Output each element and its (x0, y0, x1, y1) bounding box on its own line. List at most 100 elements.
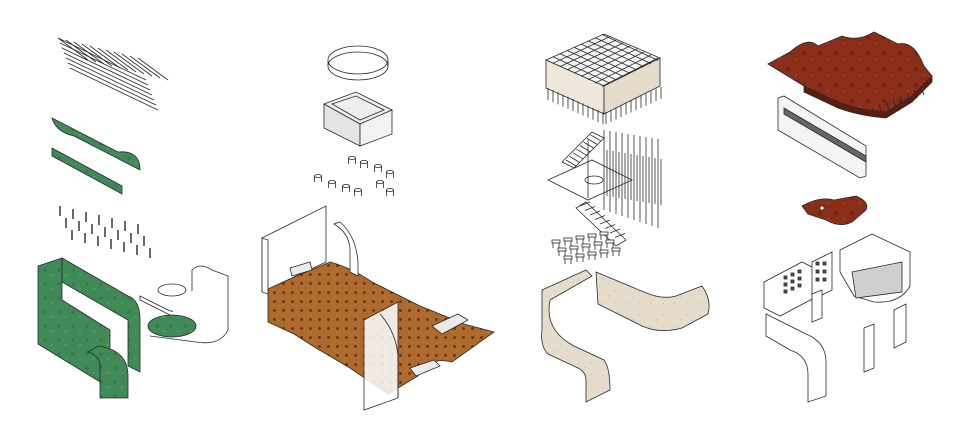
stool-top (587, 251, 597, 256)
cylinder-top (342, 183, 350, 188)
line-stroke (906, 92, 911, 102)
line-stroke (601, 34, 659, 61)
rust-roof-assembly (763, 31, 933, 403)
line-stroke (871, 107, 876, 117)
cylinder-top (386, 187, 394, 192)
window-square (797, 269, 802, 274)
window-square (822, 261, 827, 266)
stool-top (563, 255, 573, 260)
line-stroke (59, 42, 149, 86)
rust-roof-plate (767, 31, 933, 119)
line-stroke (565, 159, 577, 167)
stool-top (557, 247, 567, 252)
green-curved-wall (37, 257, 141, 399)
stool-top (575, 235, 585, 240)
line-stroke (589, 210, 601, 216)
cylinder-top (348, 155, 356, 160)
line-stroke (572, 152, 584, 160)
line-stroke (609, 228, 621, 234)
line-stroke (892, 98, 897, 108)
line-stroke (594, 54, 652, 84)
line-stroke (573, 46, 631, 74)
window-square (783, 282, 788, 287)
stool-top (551, 239, 561, 244)
cylinder-top (314, 173, 322, 178)
window-square (797, 276, 802, 281)
stool-top (575, 253, 585, 258)
line-stroke (604, 224, 616, 229)
window-square (822, 277, 827, 282)
thin-walls (261, 205, 469, 411)
line-stroke (587, 51, 645, 81)
stool-top (605, 239, 615, 244)
window-square (790, 272, 795, 277)
line-stroke (579, 201, 591, 207)
line-stroke (61, 47, 151, 91)
stool-top (599, 231, 609, 236)
cylinder-top (354, 187, 362, 192)
line-stroke (599, 219, 611, 225)
line-stroke (913, 89, 918, 99)
line-stroke (614, 233, 626, 238)
line-stroke (105, 49, 137, 73)
stone-grid-assembly (541, 33, 710, 403)
cork-floor-assembly (261, 45, 495, 411)
line-stroke (580, 43, 638, 71)
line-stroke (569, 156, 580, 163)
line-stroke (576, 148, 587, 156)
line-stroke (899, 95, 904, 105)
window-square (815, 277, 820, 282)
window-square (790, 279, 795, 284)
window-square (815, 269, 820, 274)
stool-top (599, 249, 609, 254)
line-stroke (920, 86, 925, 96)
line-stroke (586, 138, 598, 145)
green-vault (51, 117, 141, 195)
stone-walls (541, 269, 710, 403)
small-cylinders (314, 155, 394, 196)
window-square (797, 283, 802, 288)
stool-top (587, 233, 597, 238)
line-stroke (121, 53, 153, 77)
line-stroke (601, 57, 659, 87)
vertical-pegs (59, 206, 151, 258)
line-stroke (583, 141, 594, 149)
cylinder-top (360, 159, 368, 164)
rack-box (323, 91, 393, 147)
line-stroke (584, 206, 596, 211)
line-stroke (81, 43, 113, 67)
line-stroke (97, 47, 129, 71)
line-stroke (590, 134, 601, 142)
stool-top (611, 247, 621, 252)
green-patina-assembly (37, 37, 229, 399)
stool-top (581, 243, 591, 248)
line-stroke (594, 215, 606, 220)
window-square (783, 289, 788, 294)
line-stroke (580, 48, 638, 77)
line-stroke (63, 52, 153, 96)
cylinder-top (374, 163, 382, 168)
line-stroke (129, 55, 161, 79)
stool-top (569, 245, 579, 250)
line-stroke (885, 101, 890, 111)
cylinder-top (328, 179, 336, 184)
line-stroke (566, 42, 624, 71)
white-curved-wall (139, 265, 229, 344)
line-stroke (878, 104, 883, 114)
grid-roof (545, 33, 662, 125)
hanging-rods (603, 130, 662, 228)
rod-grid (57, 37, 169, 111)
stair-tower (547, 131, 633, 247)
floating-ring (327, 45, 389, 81)
stool-top (563, 237, 573, 242)
line-stroke (587, 40, 645, 68)
line-stroke (65, 57, 155, 101)
rust-slab (801, 195, 868, 225)
line-stroke (113, 51, 145, 75)
cylinder-top (376, 179, 384, 184)
line-stroke (573, 45, 631, 74)
window-square (783, 275, 788, 280)
window-square (790, 286, 795, 291)
cylinder-top (386, 169, 394, 174)
